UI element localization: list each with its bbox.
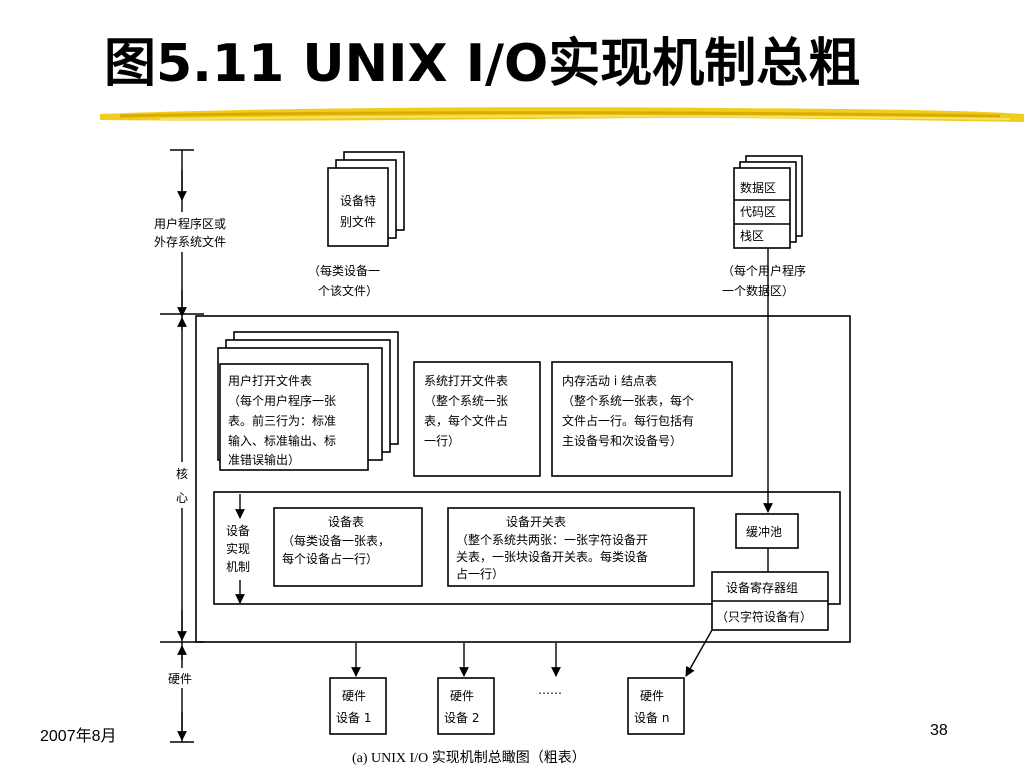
svg-text:输入、标准输出、标: 输入、标准输出、标 (228, 433, 336, 448)
svg-text:文件占一行。每行包括有: 文件占一行。每行包括有 (562, 413, 694, 428)
svg-text:表，每个文件占: 表，每个文件占 (424, 413, 508, 428)
svg-text:（整个系统共两张：一张字符设备开: （整个系统共两张：一张字符设备开 (456, 532, 648, 547)
svg-text:个该文件）: 个该文件） (318, 283, 378, 298)
svg-text:（每个用户程序一张: （每个用户程序一张 (228, 393, 336, 408)
svg-text:关表，一张块设备开关表。每类设备: 关表，一张块设备开关表。每类设备 (456, 549, 648, 564)
svg-text:实现: 实现 (226, 541, 250, 556)
svg-text:硬件: 硬件 (450, 689, 474, 703)
svg-text:内存活动 i 结点表: 内存活动 i 结点表 (562, 374, 657, 388)
svg-text:准错误输出）: 准错误输出） (228, 452, 300, 467)
hardware-device-n: 硬件 设备 n (627, 677, 685, 735)
svg-text:外存系统文件: 外存系统文件 (154, 234, 226, 249)
hardware-device-1: 硬件 设备 1 (329, 677, 387, 735)
label-hardware: 硬件 (166, 668, 200, 688)
svg-text:占一行）: 占一行） (456, 566, 504, 581)
svg-text:主设备号和次设备号）: 主设备号和次设备号） (562, 434, 682, 448)
svg-text:（只字符设备有）: （只字符设备有） (716, 609, 812, 624)
system-open-file-table: 系统打开文件表 （整个系统一张 表，每个文件占 一行） (413, 361, 541, 477)
svg-text:每个设备占一行）: 每个设备占一行） (282, 551, 378, 566)
svg-text:缓冲池: 缓冲池 (746, 524, 782, 539)
svg-text:（每个用户程序: （每个用户程序 (722, 263, 806, 278)
label-kernel: 核 心 (174, 462, 192, 508)
svg-text:（整个系统一张表，每个: （整个系统一张表，每个 (562, 393, 694, 408)
svg-text:一个数据区）: 一个数据区） (722, 283, 794, 298)
arrow-to-hwn (685, 629, 713, 677)
user-data-note: （每个用户程序 一个数据区） (722, 263, 806, 298)
page-number: 38 (930, 722, 948, 739)
stack-area-label: 栈区 (740, 228, 764, 243)
device-special-file-note: （每类设备一 个该文件） (308, 263, 380, 298)
device-register-group: 设备寄存器组 （只字符设备有） (711, 571, 829, 631)
svg-text:设备表: 设备表 (328, 515, 364, 529)
title-underline-decoration (100, 107, 1024, 122)
hardware-device-2: 硬件 设备 2 (437, 677, 495, 735)
svg-text:用户程序区或: 用户程序区或 (154, 216, 226, 231)
svg-text:设备: 设备 (226, 524, 250, 538)
kernel-frame (195, 315, 851, 643)
device-impl-frame (213, 491, 841, 605)
data-area-label: 数据区 (740, 180, 776, 195)
svg-text:心: 心 (176, 491, 188, 505)
page-title: 图5.11 UNIX I/O实现机制总粗 (104, 34, 861, 94)
svg-text:硬件: 硬件 (342, 689, 366, 703)
svg-text:系统打开文件表: 系统打开文件表 (424, 373, 508, 388)
hardware-ellipsis: …… (538, 683, 562, 697)
svg-text:表。前三行为：标准: 表。前三行为：标准 (228, 413, 336, 428)
label-device-impl: 设备 实现 机制 (226, 524, 250, 574)
svg-text:设备特: 设备特 (340, 193, 376, 208)
code-area-label: 代码区 (740, 205, 776, 219)
svg-text:设备 1: 设备 1 (336, 711, 371, 725)
svg-text:用户打开文件表: 用户打开文件表 (228, 373, 312, 388)
active-inode-table: 内存活动 i 结点表 （整个系统一张表，每个 文件占一行。每行包括有 主设备号和… (551, 361, 733, 477)
footer-date: 2007年8月 (40, 728, 117, 745)
user-open-file-table: 用户打开文件表 （每个用户程序一张 表。前三行为：标准 输入、标准输出、标 准错… (217, 331, 399, 471)
svg-text:核: 核 (176, 467, 188, 481)
user-data-stack: 数据区 代码区 栈区 (733, 155, 803, 249)
svg-text:机制: 机制 (226, 560, 250, 574)
svg-text:设备 n: 设备 n (634, 711, 669, 725)
label-user-area: 用户程序区或 外存系统文件 (150, 212, 246, 252)
svg-text:硬件: 硬件 (168, 672, 192, 686)
device-special-file-stack: 设备特 别文件 (327, 151, 405, 247)
svg-text:设备 2: 设备 2 (444, 711, 479, 725)
svg-text:硬件: 硬件 (640, 689, 664, 703)
svg-text:设备开关表: 设备开关表 (506, 515, 566, 529)
svg-text:（整个系统一张: （整个系统一张 (424, 393, 508, 408)
device-switch-table: 设备开关表 （整个系统共两张：一张字符设备开 关表，一张块设备开关表。每类设备 … (447, 507, 695, 587)
svg-text:（每类设备一: （每类设备一 (308, 263, 380, 278)
svg-text:别文件: 别文件 (340, 214, 376, 229)
svg-text:（每类设备一张表，: （每类设备一张表， (282, 533, 390, 548)
svg-text:设备寄存器组: 设备寄存器组 (726, 580, 798, 595)
buffer-pool: 缓冲池 (735, 513, 799, 549)
svg-text:一行）: 一行） (424, 434, 460, 448)
figure-caption: (a) UNIX I/O 实现机制总瞰图（粗表） (352, 750, 586, 766)
device-table: 设备表 （每类设备一张表， 每个设备占一行） (273, 507, 423, 587)
